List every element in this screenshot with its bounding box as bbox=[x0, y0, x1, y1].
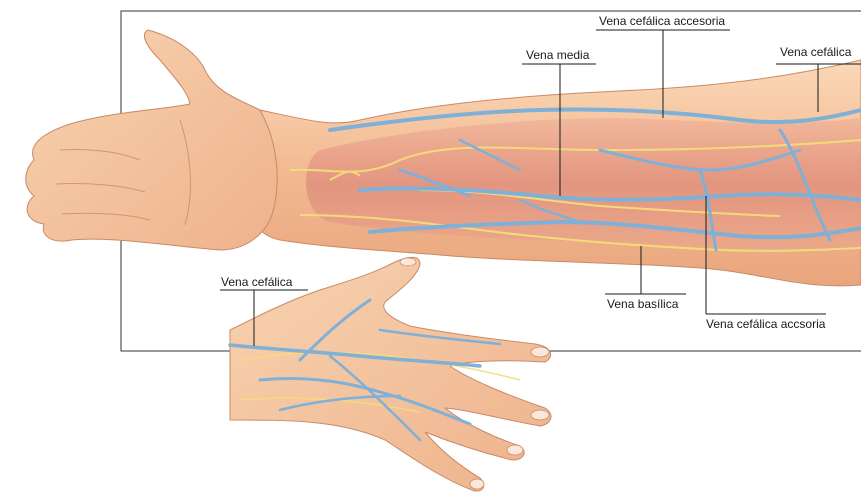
label-accessory-cephalic-top: Vena cefálica accesoria bbox=[599, 14, 725, 28]
label-median-vein: Vena media bbox=[526, 48, 590, 62]
label-accessory-cephalic-bottom: Vena cefálica accsoria bbox=[706, 317, 826, 331]
label-basilic: Vena basílica bbox=[607, 297, 679, 311]
label-cephalic-hand: Vena cefálica bbox=[221, 275, 293, 289]
label-cephalic-arm: Vena cefálica bbox=[780, 45, 852, 59]
